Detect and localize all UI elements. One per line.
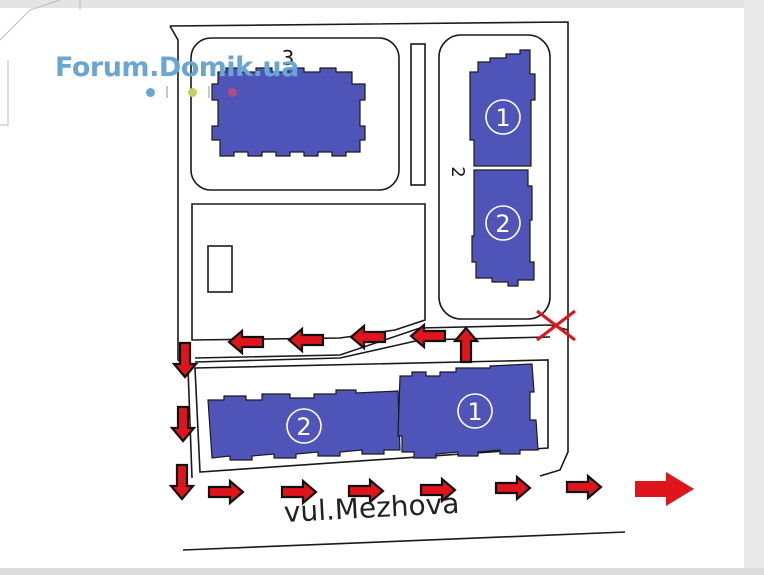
building-right-lower [471,169,535,287]
parcel-right [438,34,551,320]
exit-arrow-icon [635,472,694,506]
route-arrow-icon [494,475,532,501]
building-number-circle [286,408,322,444]
street-edge [182,531,626,551]
top-edge [0,0,764,8]
watermark-dot [228,88,237,97]
road-line-lower [194,336,551,363]
parcel-bottom [194,359,549,473]
strip [410,43,426,186]
building-label-right-upper: 1 [495,104,510,132]
building-bottom-left [207,389,401,461]
building-number-circle [457,393,493,429]
building-label-bottom-left: 2 [296,413,311,441]
bottom-edge [0,568,764,575]
watermark-dot [166,86,168,98]
site-boundary [169,21,626,551]
building-number-circle [485,99,521,135]
building-right-upper [469,49,536,167]
building-label-right-lower: 2 [495,210,510,238]
parcel-middle [191,203,426,341]
right-edge [744,0,764,575]
parcel-label-side: 2 [447,166,468,177]
watermark-logo: Forum.Domik.ua [55,52,299,83]
building-top-left [211,67,366,157]
building-label-bottom-right: 1 [467,398,482,426]
watermark-dot [146,88,155,97]
watermark-dot [208,86,210,98]
route-arrow-icon [349,324,387,350]
route-arrow-icon [453,326,479,364]
route-arrow-icon [169,463,195,501]
watermark-dots [146,86,256,100]
building-number-circle [485,205,521,241]
parcel-label-top: 3 [282,46,295,70]
route-arrow-icon [287,327,325,353]
route-arrow-icon [207,479,245,505]
building-bottom-right [397,363,539,459]
route-arrow-icon [227,329,265,355]
watermark-dot [188,88,197,97]
parcel-top-left [190,37,400,191]
route-arrow-icon [565,474,603,500]
background-map-fragment [0,0,81,126]
cross-icon [536,309,576,342]
small-structure [207,245,233,293]
